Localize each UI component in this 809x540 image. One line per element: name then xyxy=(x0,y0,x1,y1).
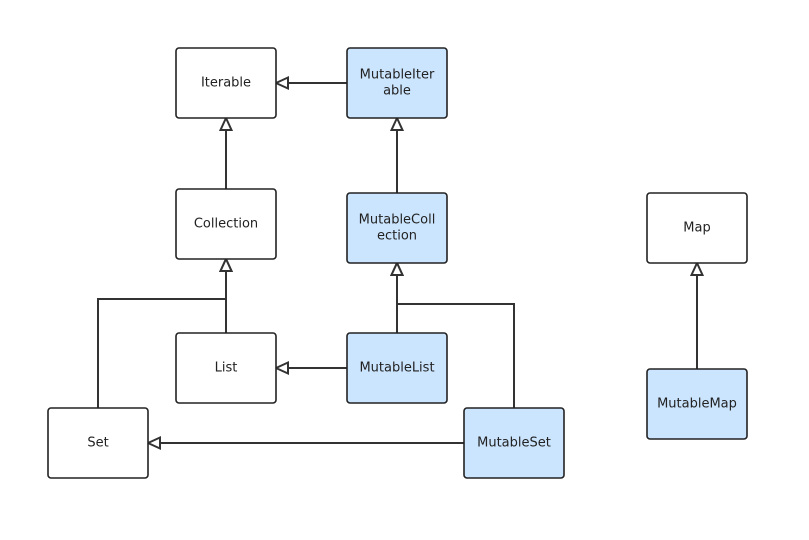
node-label: MutableSet xyxy=(477,436,551,451)
node-box xyxy=(346,332,448,404)
edges xyxy=(97,75,705,451)
node-label: able xyxy=(383,84,411,99)
node-box xyxy=(346,192,448,264)
node-map[interactable]: Map xyxy=(646,192,748,264)
node-list[interactable]: List xyxy=(175,332,277,404)
node-label: List xyxy=(215,361,238,376)
inheritance-arrowhead xyxy=(273,360,289,376)
node-label: MutableList xyxy=(359,361,434,376)
node-iterable[interactable]: Iterable xyxy=(175,47,277,119)
node-mutable-set[interactable]: MutableSet xyxy=(463,407,565,479)
node-box xyxy=(175,188,277,260)
edge-mutable_map-to-map xyxy=(689,260,705,369)
inheritance-arrowhead xyxy=(689,260,705,276)
inheritance-arrowhead xyxy=(389,115,405,131)
node-label: MutableColl xyxy=(359,213,436,228)
node-box xyxy=(346,47,448,119)
inheritance-arrowhead xyxy=(389,260,405,276)
edge-mutable_set-to-mutable_collection xyxy=(389,260,515,408)
edge-mutable_collection-to-mutable_iterable xyxy=(389,115,405,193)
edge-line xyxy=(97,271,227,408)
node-label: Iterable xyxy=(201,76,251,91)
node-label: Map xyxy=(683,221,710,236)
edge-mutable_list-to-list xyxy=(273,360,347,376)
node-label: Collection xyxy=(194,217,258,232)
node-label: ection xyxy=(377,229,417,244)
edge-mutable_iterable-to-iterable xyxy=(273,75,347,91)
edge-line xyxy=(396,275,515,408)
node-mutable-map[interactable]: MutableMap xyxy=(646,368,748,440)
edge-mutable_set-to-set xyxy=(145,435,464,451)
edge-collection-to-iterable xyxy=(218,115,234,189)
node-set[interactable]: Set xyxy=(47,407,149,479)
node-box xyxy=(175,47,277,119)
inheritance-arrowhead xyxy=(218,256,234,272)
node-label: Set xyxy=(87,436,108,451)
node-label: MutableIter xyxy=(360,68,435,83)
edge-set-to-collection xyxy=(97,256,234,408)
node-box xyxy=(175,332,277,404)
node-box xyxy=(47,407,149,479)
node-label: MutableMap xyxy=(657,397,737,412)
inheritance-arrowhead xyxy=(218,115,234,131)
node-box xyxy=(646,368,748,440)
node-box xyxy=(646,192,748,264)
node-mutable-list[interactable]: MutableList xyxy=(346,332,448,404)
node-box xyxy=(463,407,565,479)
node-collection[interactable]: Collection xyxy=(175,188,277,260)
inheritance-arrowhead xyxy=(273,75,289,91)
inheritance-arrowhead xyxy=(145,435,161,451)
